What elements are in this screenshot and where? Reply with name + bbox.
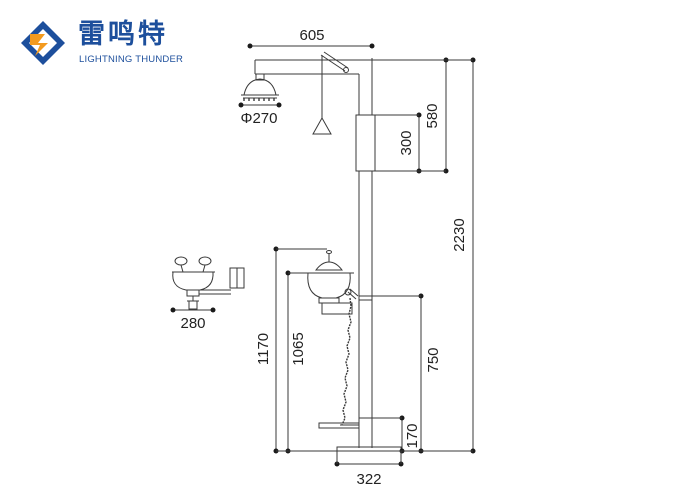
- dim-bowl-height: [273, 246, 327, 454]
- dim-total-height: [446, 57, 476, 454]
- logo-mark-icon: [21, 21, 65, 65]
- main-pole: [355, 58, 376, 448]
- eyewash-bowl: [304, 250, 372, 315]
- dim-bracket-height: [375, 112, 446, 174]
- dim-eyewash-width: [170, 307, 216, 313]
- brand-name-english: LIGHTNING THUNDER: [79, 54, 184, 65]
- base-plate: [336, 446, 402, 452]
- label-eyewash-width: 280: [180, 315, 205, 332]
- label-base-width: 322: [356, 471, 381, 488]
- dim-pedal-height: [373, 293, 424, 454]
- label-upper-height: 580: [424, 103, 441, 128]
- brand-name-chinese: 雷鸣特: [78, 19, 168, 50]
- dim-base-height: [373, 415, 405, 454]
- pull-rod-handle: [312, 55, 332, 135]
- dim-top-width: [247, 43, 375, 49]
- brand-logo: 雷鸣特 LIGHTNING THUNDER: [20, 18, 220, 73]
- dim-base-width: [334, 451, 404, 467]
- label-bracket-height: 300: [398, 130, 415, 155]
- label-shower-diameter: Φ270: [241, 110, 278, 127]
- label-base-height: 170: [404, 423, 421, 448]
- label-top-width: 605: [299, 27, 324, 44]
- label-total-height: 2230: [451, 218, 468, 251]
- eyewash-detail: [172, 256, 245, 310]
- pedal-chain: [341, 297, 352, 426]
- label-pedal-height: 750: [425, 347, 442, 372]
- dim-shower-diameter: [238, 102, 282, 108]
- label-bowl-rim-height: 1065: [290, 332, 307, 365]
- shower-arm: [254, 51, 372, 75]
- label-bowl-height: 1170: [255, 333, 272, 365]
- foot-pedal: [318, 422, 360, 429]
- shower-head: [241, 73, 279, 101]
